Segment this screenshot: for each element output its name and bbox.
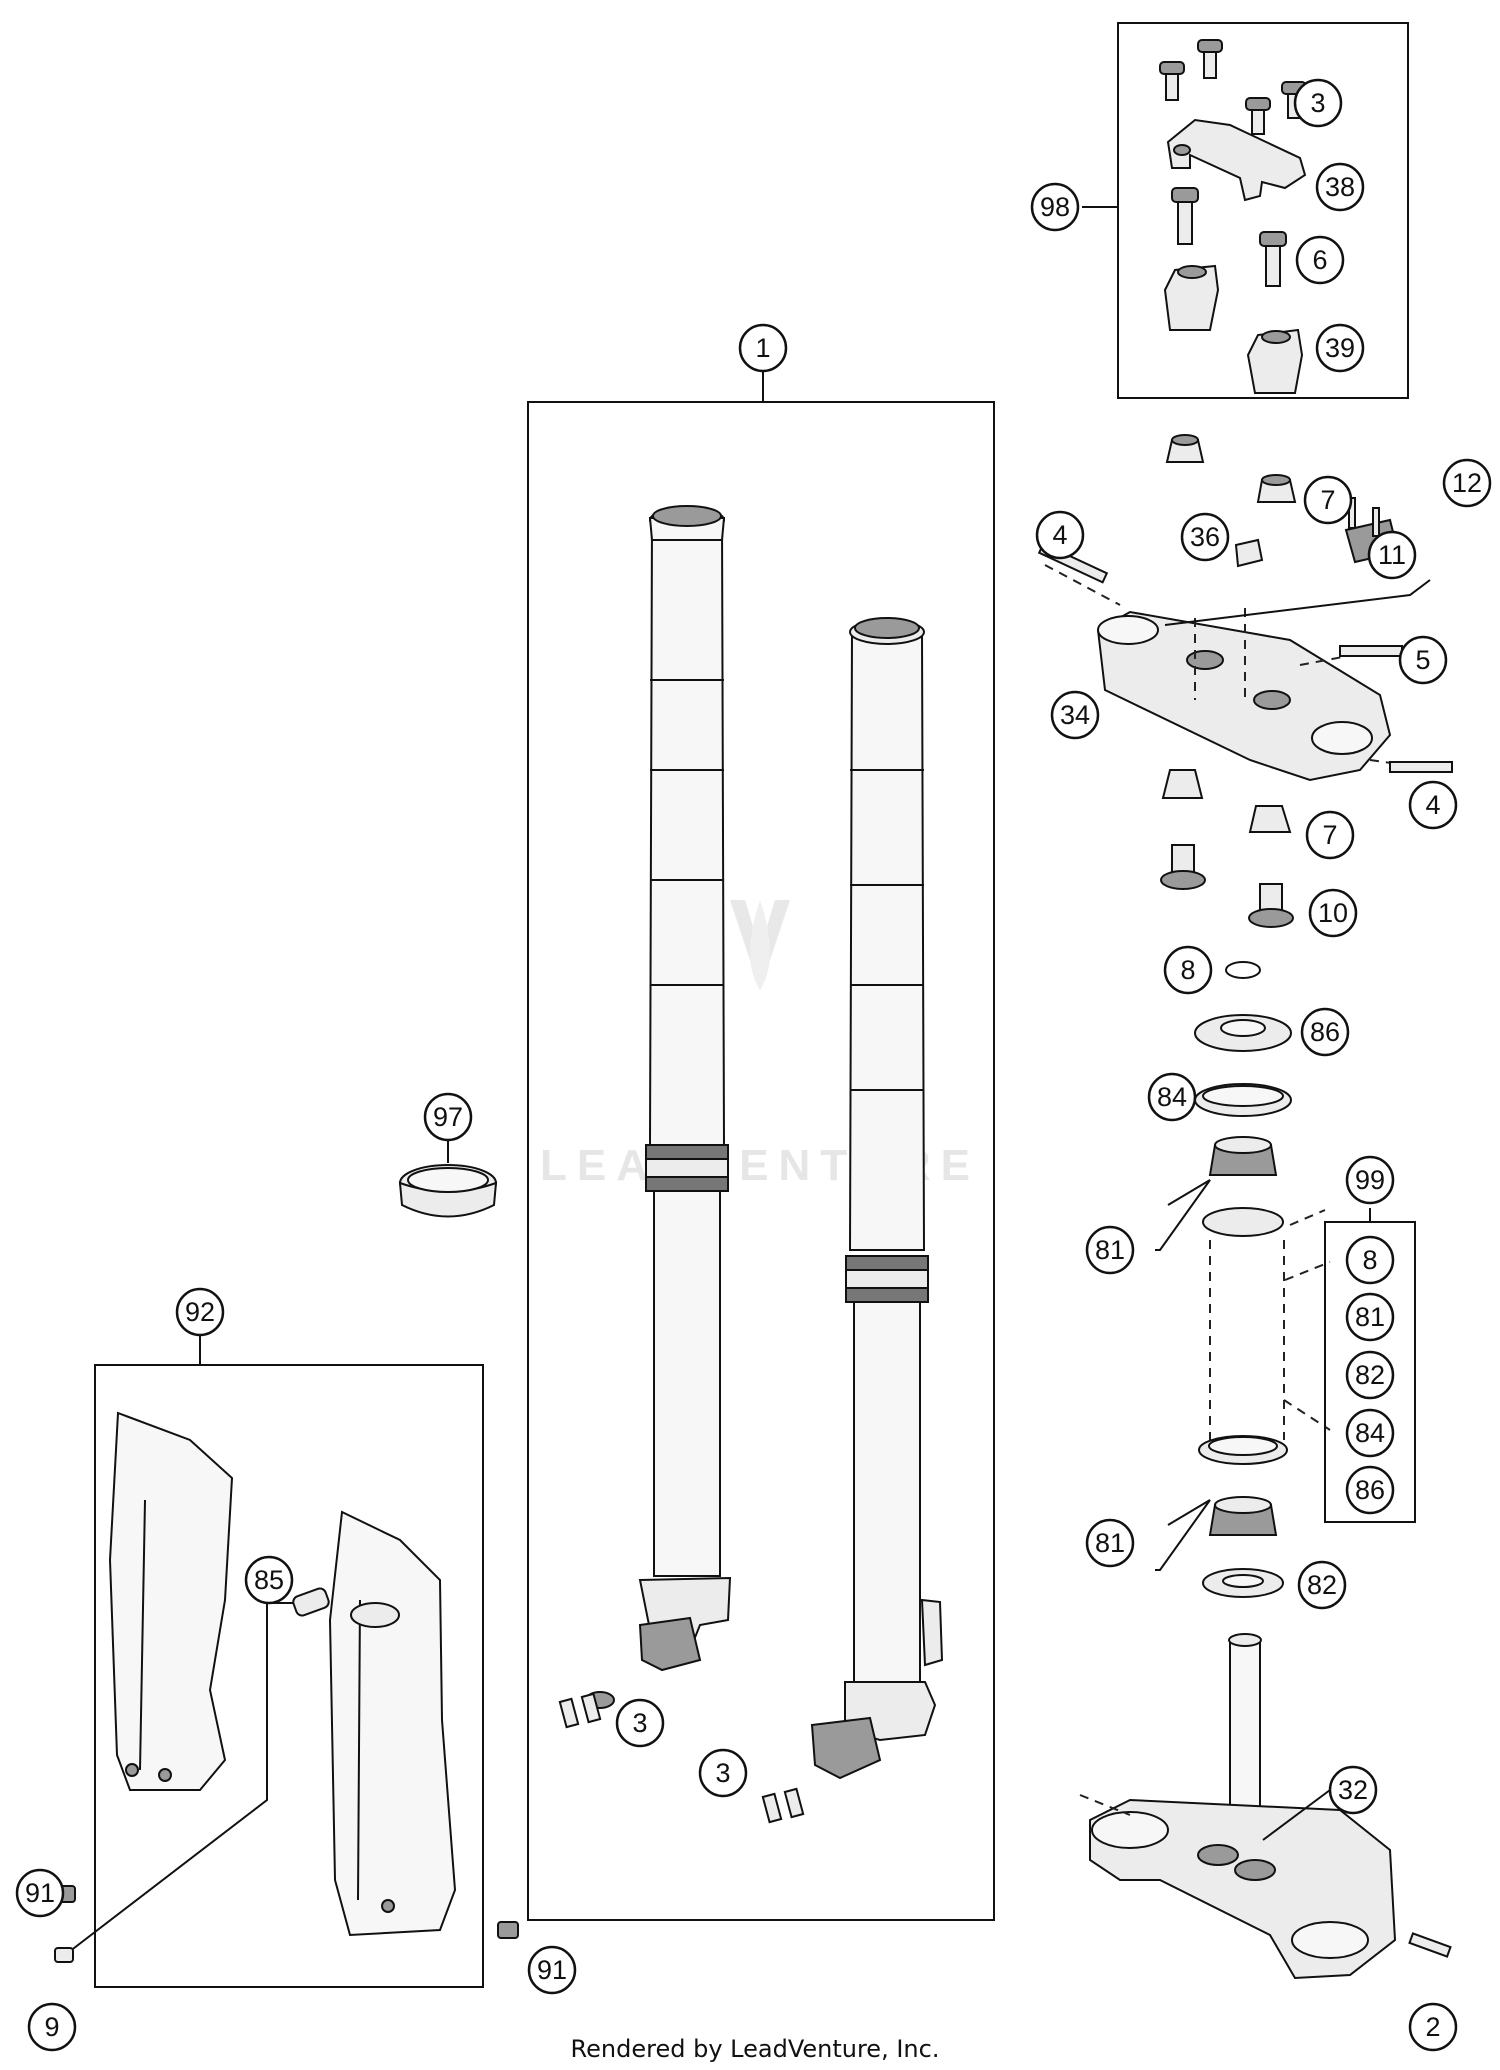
fork-guard-box	[94, 1364, 484, 1988]
svg-text:10: 10	[1318, 898, 1348, 928]
part-85-clip	[292, 1587, 330, 1617]
svg-text:3: 3	[1310, 88, 1325, 118]
bottom-triple-clamp	[1079, 1633, 1452, 1980]
callout-6: 6	[1295, 235, 1345, 285]
svg-text:5: 5	[1415, 645, 1430, 675]
callout-10: 10	[1308, 888, 1358, 938]
callout-85: 85	[244, 1555, 294, 1605]
svg-text:81: 81	[1355, 1302, 1385, 1332]
svg-text:8: 8	[1362, 1245, 1377, 1275]
svg-text:86: 86	[1355, 1475, 1385, 1505]
svg-text:3: 3	[632, 1708, 647, 1738]
callout-7-upper: 7	[1303, 475, 1353, 525]
fork-clamp-bolts	[558, 1692, 805, 1824]
kit-99-box	[1324, 1221, 1416, 1523]
kit-99-item-82: 82	[1345, 1350, 1395, 1400]
svg-text:81: 81	[1095, 1235, 1125, 1265]
kit-99-item-84: 84	[1345, 1408, 1395, 1458]
svg-text:7: 7	[1322, 820, 1337, 850]
callout-4-lower: 4	[1408, 780, 1458, 830]
callout-32: 32	[1328, 1765, 1378, 1815]
handlebar-clamp-upper	[1166, 118, 1307, 202]
callout-86: 86	[1300, 1007, 1350, 1057]
svg-text:86: 86	[1310, 1017, 1340, 1047]
svg-text:98: 98	[1040, 192, 1070, 222]
part-97-ring	[398, 1164, 498, 1218]
callout-81-lower: 81	[1085, 1518, 1135, 1568]
callout-97: 97	[423, 1092, 473, 1142]
callout-34: 34	[1050, 690, 1100, 740]
fork-leg-right	[810, 617, 944, 1780]
svg-text:97: 97	[433, 1102, 463, 1132]
steering-bearing-stack	[1194, 961, 1292, 1176]
kit-99-item-81: 81	[1345, 1292, 1395, 1342]
svg-text:91: 91	[537, 1955, 567, 1985]
kit-99-item-86: 86	[1345, 1465, 1395, 1515]
callout-3: 3	[1293, 78, 1343, 128]
callout-4-upper: 4	[1035, 510, 1085, 560]
svg-text:34: 34	[1060, 700, 1090, 730]
kit-98-bolts	[1159, 39, 1307, 287]
callout-98: 98	[1030, 182, 1080, 232]
callout-91-left: 91	[15, 1868, 65, 1918]
callout-3-left: 3	[615, 1698, 665, 1748]
callout-2: 2	[1408, 2002, 1458, 2052]
svg-text:8: 8	[1180, 955, 1195, 985]
steering-tube-dashed	[1198, 1207, 1331, 1598]
handlebar-clamp-lower	[1163, 264, 1304, 394]
svg-text:3: 3	[715, 1758, 730, 1788]
svg-text:84: 84	[1157, 1082, 1187, 1112]
svg-text:82: 82	[1355, 1360, 1385, 1390]
callout-9: 9	[27, 2002, 77, 2052]
svg-text:7: 7	[1320, 485, 1335, 515]
svg-text:11: 11	[1378, 540, 1406, 570]
callout-82: 82	[1297, 1560, 1347, 1610]
svg-text:12: 12	[1452, 468, 1482, 498]
svg-text:81: 81	[1095, 1528, 1125, 1558]
svg-text:36: 36	[1190, 522, 1220, 552]
svg-text:38: 38	[1325, 172, 1355, 202]
top-clamp-hardware	[1160, 434, 1400, 928]
svg-text:84: 84	[1355, 1418, 1385, 1448]
callout-81-upper: 81	[1085, 1225, 1135, 1275]
callout-5: 5	[1398, 635, 1448, 685]
svg-text:85: 85	[254, 1565, 284, 1595]
callout-38: 38	[1315, 162, 1365, 212]
callout-12: 12	[1442, 458, 1492, 508]
footer-credit: Rendered by LeadVenture, Inc.	[571, 2035, 940, 2063]
svg-text:6: 6	[1312, 245, 1327, 275]
svg-text:91: 91	[25, 1878, 55, 1908]
callout-1: 1	[738, 323, 788, 373]
svg-text:92: 92	[185, 1297, 215, 1327]
svg-text:1: 1	[755, 333, 770, 363]
svg-text:9: 9	[44, 2012, 59, 2042]
callout-3-right: 3	[698, 1748, 748, 1798]
svg-text:4: 4	[1052, 520, 1067, 550]
kit-99-item-8: 8	[1345, 1235, 1395, 1285]
kit-98-box	[1117, 22, 1409, 399]
callout-91-right: 91	[527, 1945, 577, 1995]
svg-text:4: 4	[1425, 790, 1440, 820]
callout-84: 84	[1147, 1072, 1197, 1122]
callout-99: 99	[1345, 1155, 1395, 1205]
svg-text:32: 32	[1338, 1775, 1368, 1805]
svg-text:99: 99	[1355, 1165, 1385, 1195]
fork-guard-left	[108, 1411, 234, 1791]
callout-8: 8	[1163, 945, 1213, 995]
callout-7-lower: 7	[1305, 810, 1355, 860]
fork-guard-right	[328, 1510, 457, 1937]
svg-text:39: 39	[1325, 333, 1355, 363]
callout-36: 36	[1180, 512, 1230, 562]
fork-leg-left	[585, 505, 732, 1709]
callout-11: 11	[1367, 530, 1417, 580]
svg-text:82: 82	[1307, 1570, 1337, 1600]
callout-92: 92	[175, 1287, 225, 1337]
svg-text:2: 2	[1425, 2012, 1440, 2042]
fork-assembly-box	[527, 401, 995, 1921]
callout-39: 39	[1315, 323, 1365, 373]
